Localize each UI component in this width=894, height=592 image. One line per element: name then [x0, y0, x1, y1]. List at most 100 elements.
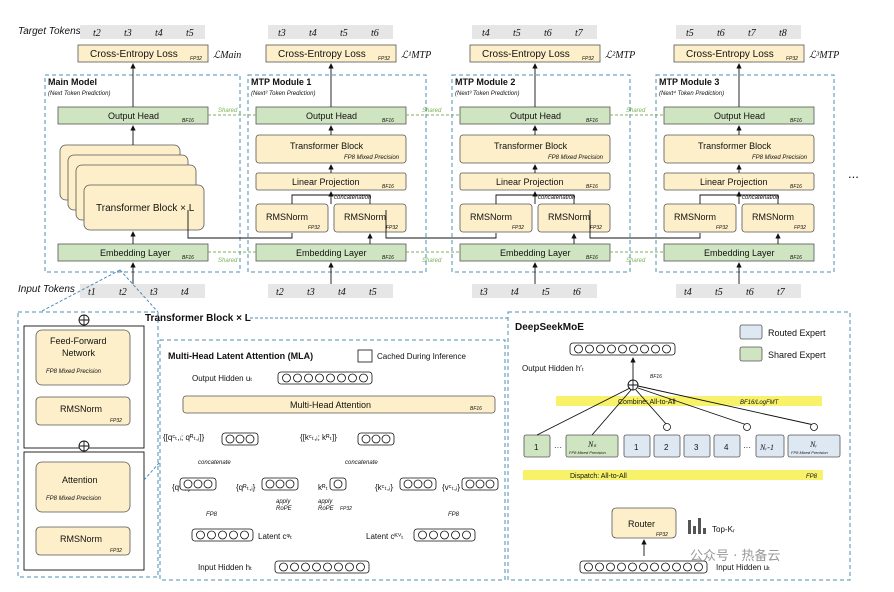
routed-expert [713, 434, 741, 458]
mla-output-vector [277, 371, 373, 385]
expert-ellipsis: ··· [743, 443, 751, 452]
kr-vector [329, 477, 347, 491]
precision-tag: FP32 [110, 548, 122, 554]
shared-legend-label: Shared Expert [768, 350, 826, 360]
gate-icons [663, 423, 818, 431]
attn-residual-frame [23, 451, 145, 571]
dispatch-highlight [523, 470, 823, 480]
moe-frame [507, 311, 851, 581]
q-concat-label: {[qᶜₜ,ᵢ; qᴿₜ,ᵢ]} [163, 433, 205, 442]
moe-vectors [569, 342, 708, 574]
topk-label: Top-Kᵣ [712, 525, 735, 534]
main-loss-label: ℒMain [213, 50, 241, 61]
precision-tag: BF16 [586, 118, 598, 124]
mtp-loss-label: ℒ³MTP [809, 50, 839, 61]
token: t7 [777, 287, 786, 298]
precision-tag: FP32 [786, 56, 798, 62]
ffn-rmsnorm [35, 396, 131, 426]
main-cross-entropy-box [77, 44, 209, 63]
q-concat-heads [221, 432, 259, 446]
mtp-subtitle: (Next⁴ Token Prediction) [659, 90, 724, 97]
k-concat-label: {[kᶜₜ,ᵢ; kᴿₜ]} [300, 433, 337, 442]
precision-tag: BF16 [382, 118, 394, 124]
precision-tag: FP32 [340, 506, 352, 512]
input-vector [274, 560, 370, 574]
cross-entropy-box [265, 44, 397, 63]
precision-tag: FP8 Mixed Precision [752, 155, 808, 161]
precision-tag: FP32 [308, 225, 320, 231]
mla-title: Multi-Head Latent Attention (MLA) [168, 351, 313, 361]
token-strip [472, 25, 597, 39]
routed-legend-label: Routed Expert [768, 328, 826, 338]
routed-expert [683, 434, 711, 458]
precision-tag: FP8 Mixed Precision [46, 496, 102, 502]
attention-label: Attention [62, 475, 98, 485]
ffn-label: Network [62, 348, 96, 358]
router-box [611, 507, 677, 539]
token-strip [676, 284, 801, 298]
expert-label: 4 [724, 443, 729, 452]
token: t4 [482, 28, 490, 39]
embedding-label: Embedding Layer [500, 248, 571, 258]
ffn-label: Feed-Forward [50, 336, 107, 346]
qr-heads [261, 477, 299, 491]
linear-projection-label: Linear Projection [292, 177, 360, 187]
precision-tag: BF16 [586, 255, 598, 261]
token: t3 [124, 28, 132, 39]
precision-tag: FP32 [386, 225, 398, 231]
precision-tag: FP32 [582, 56, 594, 62]
mtp-frame [247, 74, 427, 273]
target-tokens-caption: Target Tokens [18, 26, 81, 37]
dispatch-label: Dispatch: All-to-All [570, 473, 627, 480]
token: t6 [371, 28, 379, 39]
embedding-label: Embedding Layer [100, 248, 171, 258]
token: t4 [338, 287, 346, 298]
output-head-label: Output Head [510, 111, 561, 121]
rmsnorm-label: RMSNorm [752, 212, 794, 222]
mla-input-hidden: Input Hidden hₜ [198, 563, 252, 572]
precision-tag: FP32 [110, 418, 122, 424]
token: t8 [779, 28, 787, 39]
concatenation-label: concatenation [538, 195, 576, 201]
token: t6 [573, 287, 581, 298]
expert-label: 3 [694, 443, 699, 452]
token: t7 [575, 28, 584, 39]
precision-tag: FP8 Mixed Precision [569, 450, 606, 455]
mtp-subtitle: (Next³ Token Prediction) [455, 91, 519, 97]
token: t5 [715, 287, 723, 298]
ffn-box [35, 329, 131, 386]
moe-input-hidden: Input Hidden uₜ [716, 563, 770, 572]
mha-label: Multi-Head Attention [290, 400, 371, 410]
mla-vectors [179, 432, 499, 574]
token: t5 [340, 28, 348, 39]
transformer-label: Transformer Block [494, 141, 568, 151]
output-head-label: Output Head [306, 111, 357, 121]
main-transformer-label: Transformer Block × L [96, 203, 195, 214]
expert-label: Nᵣ-1 [759, 443, 774, 452]
precision-tag: FP8 [448, 512, 460, 518]
token: t3 [480, 287, 488, 298]
moe-output-vector [569, 342, 676, 356]
rmsnorm-label: RMSNorm [548, 212, 590, 222]
cross-entropy-box [469, 44, 601, 63]
rmsnorm-label: RMSNorm [266, 212, 308, 222]
precision-tag: BF16 [470, 406, 482, 412]
token: t5 [186, 28, 194, 39]
token: t5 [369, 287, 377, 298]
rmsnorm-label: RMSNorm [344, 212, 386, 222]
token: t7 [748, 28, 757, 39]
mtp-frame [655, 74, 835, 273]
routed-expert-last [787, 434, 841, 458]
kc-heads [399, 477, 437, 491]
token-strip [676, 25, 801, 39]
token: t5 [513, 28, 521, 39]
mtp-subtitle: (Next² Token Prediction) [251, 91, 315, 97]
more-modules-ellipsis: ... [848, 166, 859, 181]
cross-entropy-box [673, 44, 805, 63]
qr-label: {qᴿₜ,ᵢ} [236, 483, 256, 492]
rmsnorm-label: RMSNorm [674, 212, 716, 222]
routed-legend-swatch [739, 324, 763, 340]
token-strip [268, 25, 393, 39]
